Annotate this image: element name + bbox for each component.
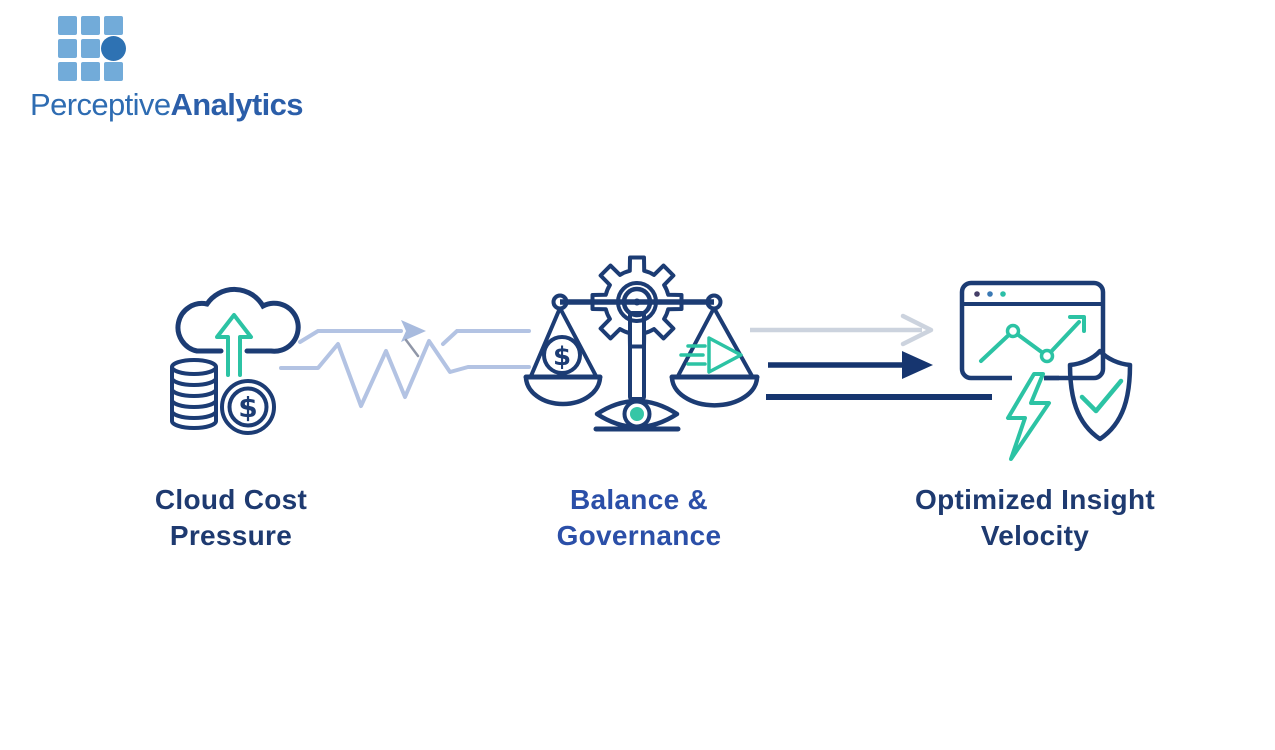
dollar-pan-icon xyxy=(542,335,582,375)
logo-grid-square xyxy=(104,16,123,35)
logo-grid-square xyxy=(58,16,77,35)
browser-dot xyxy=(1000,291,1006,297)
bold-arrowhead xyxy=(902,351,933,379)
trend-chart-icon xyxy=(979,315,1086,364)
optimized-insight-icon xyxy=(959,280,1133,461)
needle-mark xyxy=(404,338,420,358)
stage-label-balance-governance: Balance & Governance xyxy=(464,482,814,554)
logo-grid-icon xyxy=(58,16,126,81)
logo-grid-dot xyxy=(101,36,126,61)
logo-grid-square xyxy=(81,62,100,81)
browser-chart-icon xyxy=(959,280,1106,384)
open-arrowhead xyxy=(900,313,934,347)
dollar-glyph: $ xyxy=(238,391,257,424)
upload-arrow-icon xyxy=(215,313,253,377)
label-line: Optimized Insight xyxy=(915,484,1155,515)
shield-check-icon xyxy=(1067,348,1133,442)
label-line: Governance xyxy=(556,520,722,551)
check-icon xyxy=(1079,378,1124,414)
fast-forward-arrow-icon xyxy=(679,336,743,374)
brand-name: PerceptiveAnalytics xyxy=(30,87,304,122)
acceleration-connector xyxy=(750,313,992,400)
stage-label-cloud-cost-pressure: Cloud Cost Pressure xyxy=(56,482,406,554)
balance-governance-icon: $ xyxy=(523,255,760,432)
brand-logo: PerceptiveAnalytics xyxy=(30,16,304,122)
cloud-cost-pressure-icon: $ xyxy=(170,286,301,435)
zigzag-line xyxy=(279,339,531,408)
dollar-coin-icon: $ xyxy=(220,379,276,435)
logo-grid-square xyxy=(81,16,100,35)
coin-stack-icon xyxy=(170,358,218,430)
stage-label-optimized-insight-velocity: Optimized Insight Velocity xyxy=(835,482,1235,554)
browser-dot xyxy=(987,291,993,297)
label-line: Velocity xyxy=(980,520,1090,551)
lightning-icon xyxy=(1006,372,1051,461)
brand-name-bold: Analytics xyxy=(170,87,303,122)
cloud-icon xyxy=(175,286,301,354)
light-arrowhead xyxy=(401,320,426,342)
label-line: Pressure xyxy=(169,520,293,551)
logo-grid-square xyxy=(58,39,77,58)
logo-grid-square xyxy=(104,62,123,81)
brand-name-regular: Perceptive xyxy=(30,87,171,122)
label-line: Cloud Cost xyxy=(154,484,308,515)
logo-grid-square xyxy=(58,62,77,81)
dollar-glyph: $ xyxy=(553,342,571,372)
logo-grid-square xyxy=(81,39,100,58)
volatility-connector xyxy=(279,320,531,408)
label-line: Balance & xyxy=(569,484,709,515)
browser-dot xyxy=(974,291,980,297)
eye-icon xyxy=(594,398,680,430)
